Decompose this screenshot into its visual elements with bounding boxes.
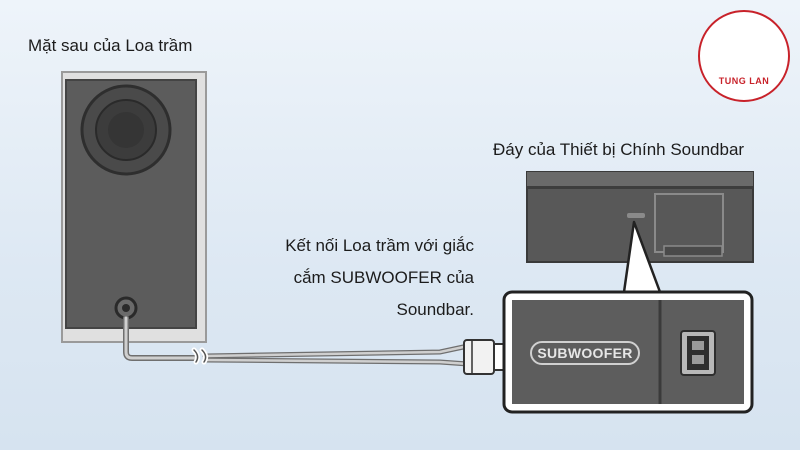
subwoofer-port-label: SUBWOOFER xyxy=(530,341,640,365)
soundbar-bottom-label: Đáy của Thiết bị Chính Soundbar xyxy=(493,140,745,159)
subwoofer-cable xyxy=(123,315,471,367)
subwoofer-port xyxy=(680,330,716,376)
brand-name: TUNG LAN xyxy=(718,76,770,86)
subwoofer-back-label: Mặt sau của Loa trầm xyxy=(28,36,193,55)
subwoofer-back xyxy=(61,71,207,343)
instruction-line-3: Soundbar. xyxy=(396,300,474,319)
brand-logo: TUNG LAN xyxy=(698,10,790,102)
instruction-line-1: Kết nối Loa trầm với giắc xyxy=(285,236,474,255)
instruction-line-2: cắm SUBWOOFER của xyxy=(293,268,474,287)
